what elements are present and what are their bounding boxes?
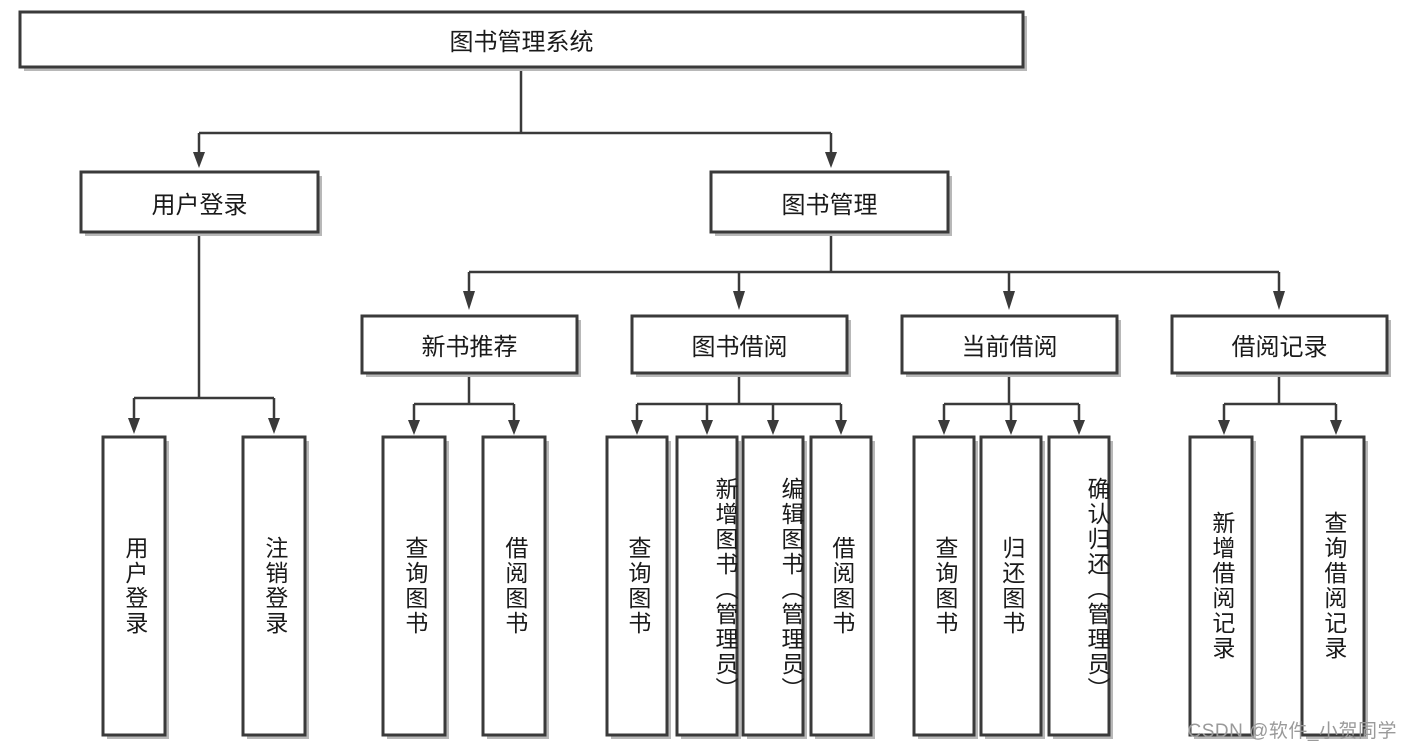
arrow-to-leaf-edit-book bbox=[767, 420, 779, 435]
arrow-to-leaf-confirm-return bbox=[1073, 420, 1085, 435]
arrow-to-leaf-borrow-book-1 bbox=[508, 420, 520, 435]
connector-newbook-bus bbox=[412, 373, 516, 420]
node-leaf-query-book-3[interactable] bbox=[912, 435, 976, 737]
arrow-to-current-borrow bbox=[1003, 291, 1015, 310]
node-leaf-borrow-book-2[interactable] bbox=[809, 435, 873, 737]
node-user-login[interactable] bbox=[79, 170, 320, 234]
arrow-to-book-borrow bbox=[733, 291, 745, 310]
arrow-to-leaf-query-record bbox=[1330, 420, 1342, 435]
connector-userlogin-bus bbox=[132, 232, 276, 418]
node-leaf-add-book[interactable] bbox=[675, 435, 739, 737]
node-leaf-query-book-2[interactable] bbox=[605, 435, 669, 737]
arrow-to-borrow-record bbox=[1273, 291, 1285, 310]
connector-root-bus bbox=[197, 67, 833, 152]
connector-currentborrow-bus bbox=[942, 373, 1081, 420]
arrow-to-book-manage bbox=[825, 152, 837, 168]
node-book-manage[interactable] bbox=[709, 170, 950, 234]
node-new-book-rec[interactable] bbox=[360, 314, 579, 375]
arrow-to-leaf-user-logout bbox=[268, 418, 280, 434]
connector-bookborrow-bus bbox=[635, 373, 843, 420]
node-leaf-query-record[interactable] bbox=[1300, 435, 1366, 737]
node-borrow-record[interactable] bbox=[1170, 314, 1389, 375]
arrow-to-leaf-add-record bbox=[1218, 420, 1230, 435]
connector-layer bbox=[128, 67, 1342, 435]
arrow-to-leaf-user-login bbox=[128, 418, 140, 434]
node-leaf-edit-book[interactable] bbox=[741, 435, 805, 737]
connector-borrowrecord-bus bbox=[1222, 373, 1338, 420]
node-current-borrow[interactable] bbox=[900, 314, 1119, 375]
arrow-to-leaf-query-book-2 bbox=[631, 420, 643, 435]
box-layer bbox=[18, 10, 1389, 737]
node-book-borrow[interactable] bbox=[630, 314, 849, 375]
node-leaf-borrow-book-1[interactable] bbox=[481, 435, 547, 737]
node-leaf-user-logout[interactable] bbox=[241, 435, 307, 737]
node-leaf-confirm-return[interactable] bbox=[1047, 435, 1111, 737]
connector-bookmanage-bus bbox=[467, 232, 1281, 291]
node-leaf-return-book[interactable] bbox=[979, 435, 1043, 737]
arrow-to-leaf-query-book-3 bbox=[938, 420, 950, 435]
node-root[interactable] bbox=[18, 10, 1025, 69]
node-leaf-add-record[interactable] bbox=[1188, 435, 1254, 737]
node-leaf-user-login[interactable] bbox=[101, 435, 167, 737]
arrow-to-user-login bbox=[193, 152, 205, 168]
arrow-to-leaf-borrow-book-2 bbox=[835, 420, 847, 435]
csdn-watermark: CSDN @软件_小贺同学 bbox=[1187, 721, 1397, 742]
node-leaf-query-book-1[interactable] bbox=[381, 435, 447, 737]
arrow-to-new-book-rec bbox=[463, 291, 475, 310]
arrow-to-leaf-return-book bbox=[1005, 420, 1017, 435]
arrow-to-leaf-add-book bbox=[701, 420, 713, 435]
arrow-to-leaf-query-book-1 bbox=[408, 420, 420, 435]
